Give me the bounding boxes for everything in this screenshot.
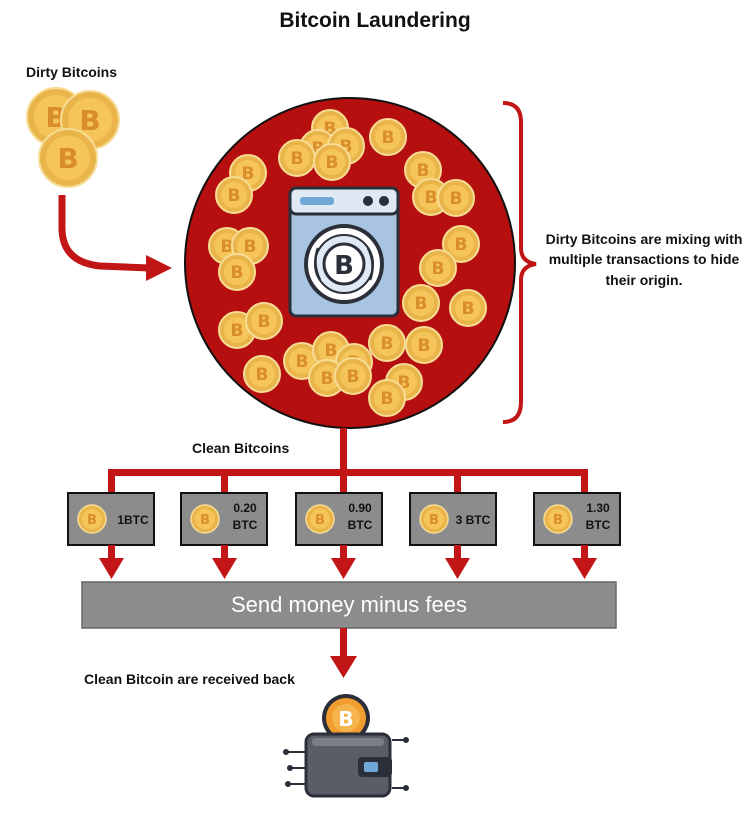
mixing-caption: Dirty Bitcoins are mixing with multiple … bbox=[545, 231, 743, 288]
diagram-title: Bitcoin Laundering bbox=[279, 9, 471, 32]
transaction-amount-1: 1BTC bbox=[117, 513, 149, 527]
svg-text:B: B bbox=[338, 707, 353, 731]
svg-text:B: B bbox=[334, 251, 354, 281]
distribution-lines bbox=[108, 428, 588, 493]
transaction-amount-4: 3 BTC bbox=[455, 513, 491, 527]
clean-bitcoins-label: Clean Bitcoins bbox=[192, 440, 290, 456]
received-back-label: Clean Bitcoin are received back bbox=[84, 671, 295, 687]
send-money-label: Send money minus fees bbox=[230, 592, 468, 617]
arrow-into-mixer bbox=[58, 195, 172, 281]
dirty-bitcoins-label: Dirty Bitcoins bbox=[26, 64, 118, 80]
transaction-boxes bbox=[67, 492, 621, 546]
washing-machine-icon: B bbox=[288, 186, 400, 318]
dirty-bitcoins-icon bbox=[26, 87, 120, 188]
arrows-to-send-bar bbox=[99, 545, 597, 579]
send-money-bar bbox=[81, 581, 617, 629]
mixing-bracket bbox=[502, 101, 537, 424]
wallet-icon: B bbox=[283, 694, 409, 798]
transaction-amount-2: 0.20 BTC bbox=[232, 501, 258, 533]
transaction-amount-3: 0.90 BTC bbox=[347, 501, 373, 533]
arrow-to-wallet bbox=[330, 628, 357, 678]
transaction-amount-5: 1.30 BTC bbox=[585, 501, 611, 533]
